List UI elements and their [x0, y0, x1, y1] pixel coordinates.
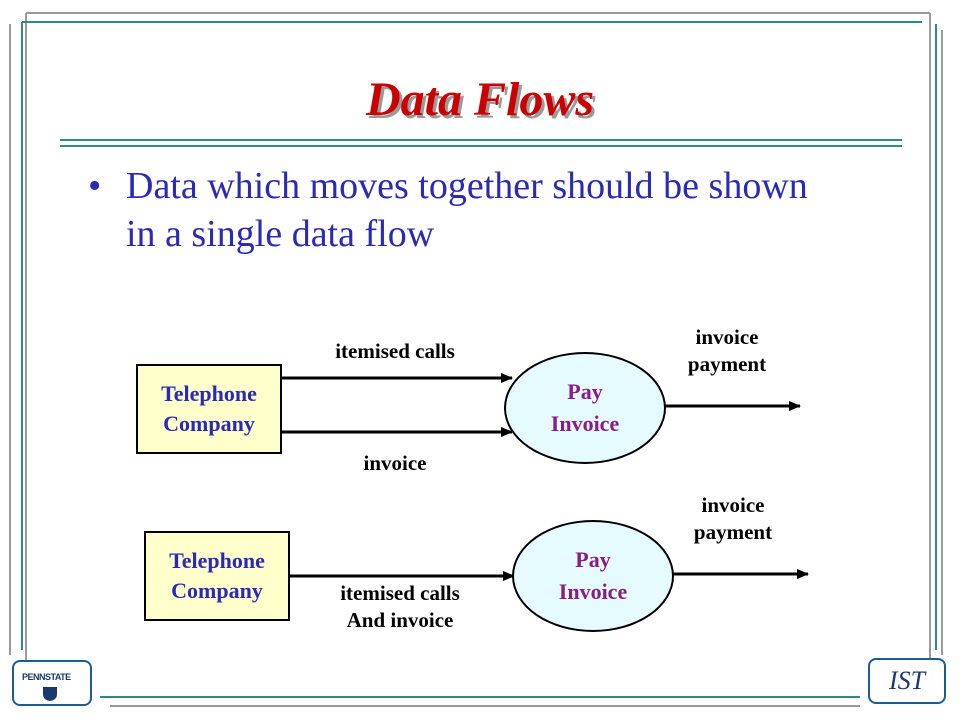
entity-line-1: Telephone: [161, 381, 257, 406]
bullet-text: Data which moves together should be show…: [126, 165, 808, 255]
entity-line-1: Telephone: [169, 548, 265, 573]
process-pay-invoice-top: Pay Invoice: [504, 352, 666, 464]
flow-label-payment-top: invoice payment: [662, 324, 792, 378]
bullet-icon: •: [88, 165, 102, 207]
payment-line-1: invoice: [695, 325, 759, 349]
external-entity-telephone-company-bottom: Telephone Company: [144, 531, 290, 621]
shield-icon: [43, 687, 57, 701]
flow-label-itemised-calls: itemised calls: [335, 339, 455, 363]
ist-logo-text: IST: [888, 666, 926, 695]
payment-line-1: invoice: [701, 493, 765, 517]
slide-title: Data Flows: [365, 73, 595, 126]
flow-label-invoice: invoice: [363, 451, 427, 475]
external-entity-telephone-company-top: Telephone Company: [136, 364, 282, 454]
ist-logo: IST: [868, 658, 946, 704]
entity-line-2: Company: [163, 411, 255, 436]
flow-label-payment-bottom: invoice payment: [668, 492, 798, 546]
combined-line-2: And invoice: [346, 608, 454, 632]
flow-label-combined: itemised calls And invoice: [300, 580, 500, 634]
process-line-2: Invoice: [550, 411, 620, 436]
combined-line-1: itemised calls: [340, 581, 460, 605]
process-line-1: Pay: [575, 547, 611, 572]
process-pay-invoice-bottom: Pay Invoice: [512, 520, 674, 632]
pennstate-logo-text: PENNSTATE: [22, 672, 71, 682]
process-line-1: Pay: [567, 379, 603, 404]
entity-line-2: Company: [171, 578, 263, 603]
bullet-point: • Data which moves together should be sh…: [82, 162, 842, 258]
pennstate-logo: PENNSTATE: [12, 660, 92, 706]
payment-line-2: payment: [687, 352, 767, 376]
process-line-2: Invoice: [558, 579, 628, 604]
payment-line-2: payment: [693, 520, 773, 544]
